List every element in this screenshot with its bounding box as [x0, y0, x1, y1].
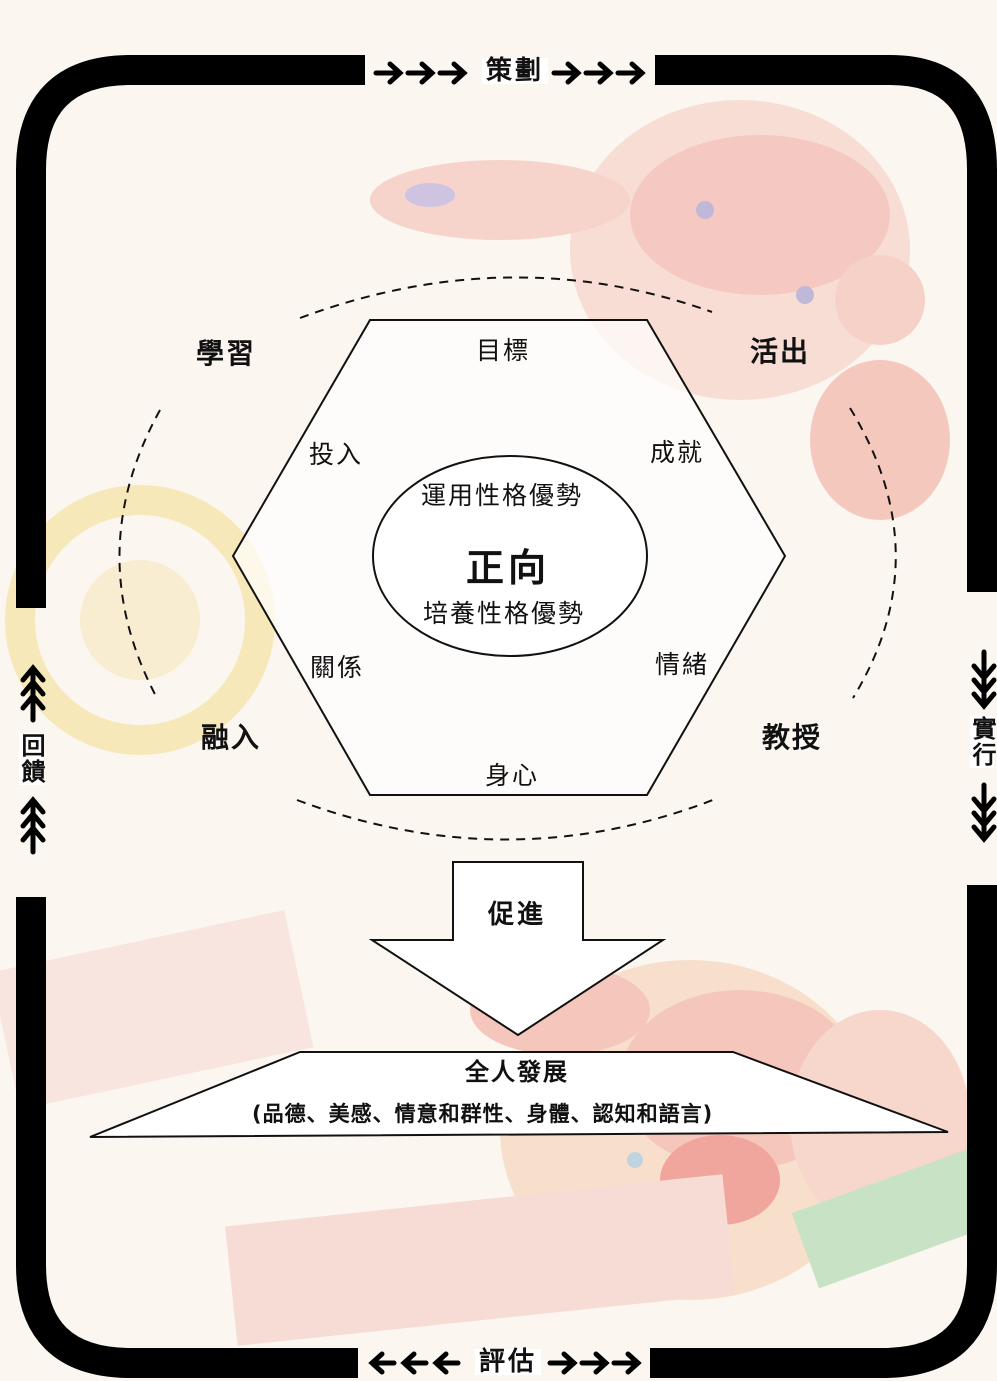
base-subtitle: (品德、美感、情意和群性、身體、認知和語言): [252, 1102, 714, 1126]
frame-bottom-left: [15, 897, 358, 1378]
hex-achievement: 成就: [650, 438, 705, 467]
arrow-up-icon: [20, 664, 46, 855]
frame-bottom-label: 評估: [475, 1349, 542, 1375]
base-trapezoid: [89, 1051, 949, 1138]
cycle-live-out: 活出: [750, 335, 811, 368]
center-ellipse: [372, 455, 648, 657]
frame-top-right: [655, 55, 997, 592]
hex-emotion: 情緒: [655, 650, 710, 679]
frame-top-left: [16, 55, 365, 608]
center-upper-text: 運用性格優勢: [421, 481, 584, 510]
promote-label: 促進: [488, 900, 547, 930]
base-title: 全人發展: [465, 1058, 569, 1086]
hex-body-mind: 身心: [485, 761, 540, 790]
cycle-learn: 學習: [196, 337, 257, 370]
hex-engagement: 投入: [309, 440, 364, 469]
promote-arrow: [368, 861, 667, 1037]
arrow-left-icon: [368, 1351, 461, 1375]
cycle-integrate: 融入: [201, 721, 262, 754]
hex-goal: 目標: [476, 336, 531, 365]
arrow-right-icon: [373, 61, 646, 85]
frame-bottom-right: [650, 885, 997, 1378]
arrow-down-icon: [971, 649, 997, 843]
dashed-cycle: [118, 276, 897, 841]
hex-relationship: 關係: [310, 653, 365, 682]
cycle-teach: 教授: [762, 721, 823, 754]
center-lower-text: 培養性格優勢: [423, 599, 586, 628]
arrow-right-icon: [547, 1351, 642, 1375]
frame-left-label: 回饋: [17, 733, 45, 785]
frame-right-label: 實行: [968, 716, 996, 768]
frame-top-label: 策劃: [482, 58, 549, 84]
frame: [15, 55, 997, 1378]
center-title: 正向: [466, 546, 551, 590]
